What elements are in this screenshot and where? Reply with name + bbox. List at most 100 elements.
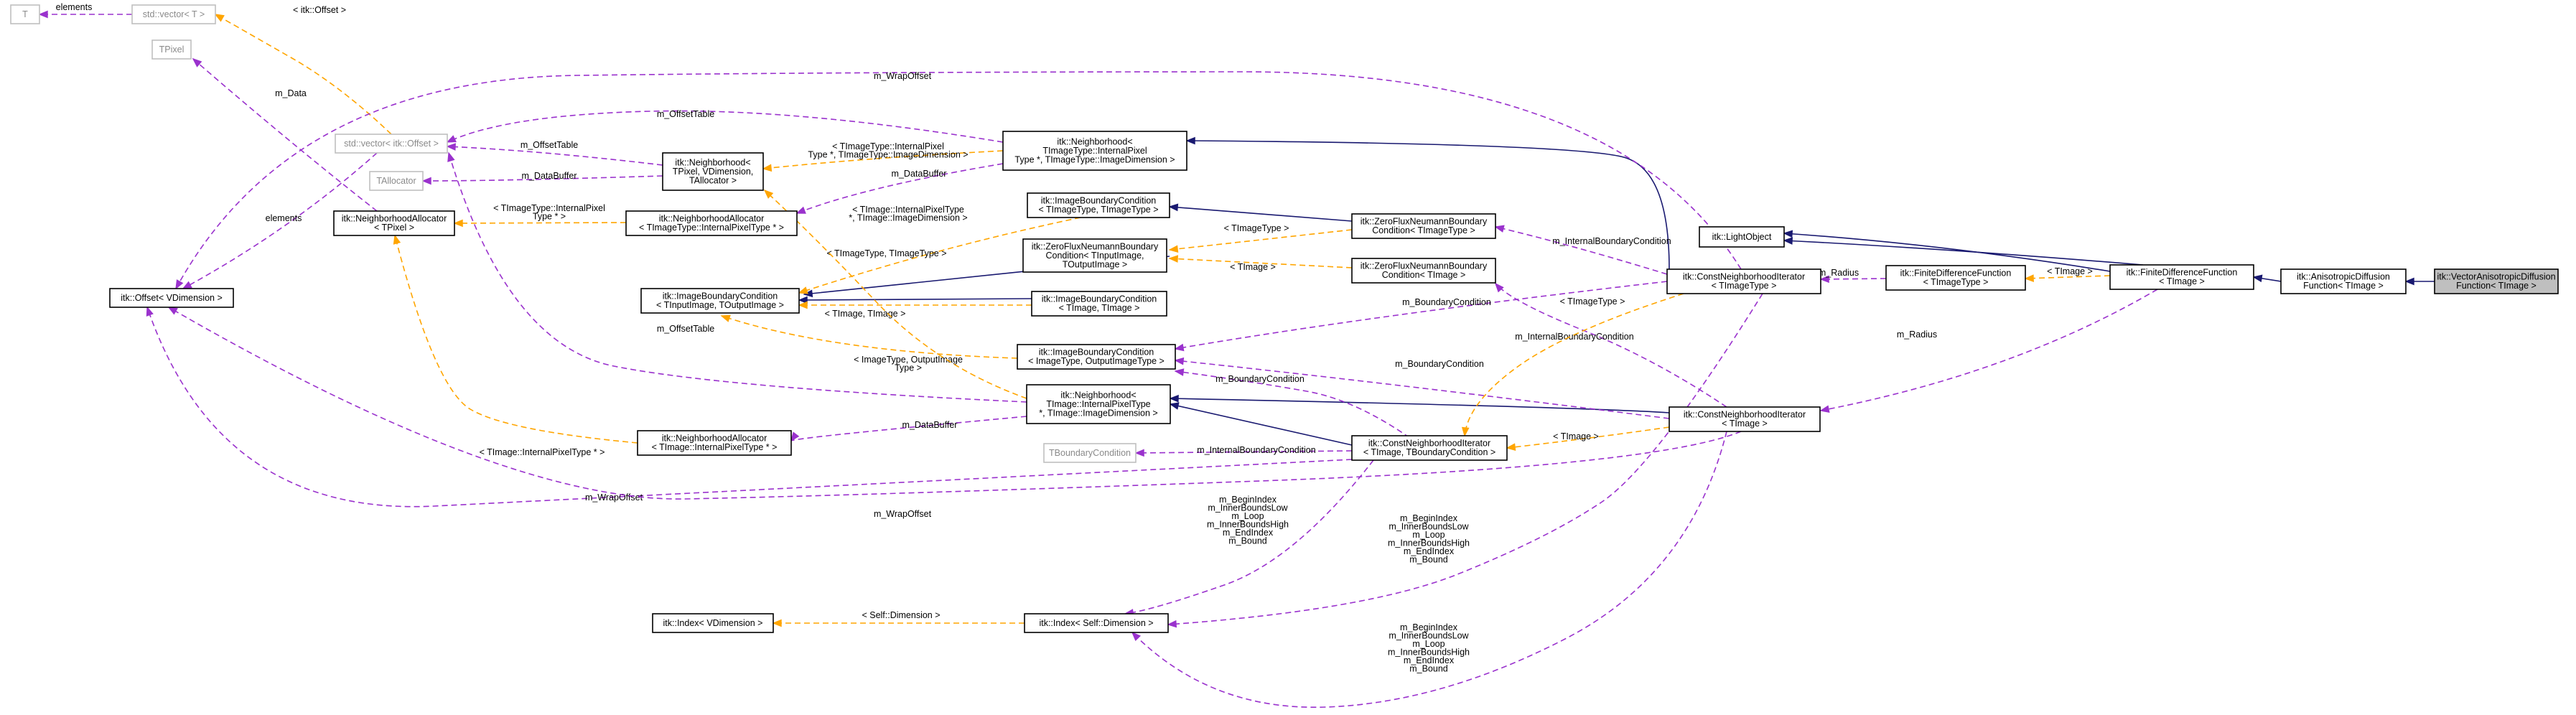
node-label: itk::ConstNeighborhoodIterator< TImage > bbox=[1684, 410, 1806, 429]
edge-label-line: < TImage, TImage > bbox=[825, 309, 906, 319]
node-label: std::vector< itk::Offset > bbox=[344, 139, 439, 149]
edge-label-line: < Self::Dimension > bbox=[862, 610, 940, 620]
class-node-t[interactable]: T bbox=[10, 4, 40, 24]
edge-line bbox=[1170, 398, 1670, 413]
arrowhead bbox=[798, 296, 808, 304]
arrowhead bbox=[453, 219, 463, 228]
edges-layer: m_Radius< TImage >m_Radiusm_InternalBoun… bbox=[38, 2, 2435, 709]
node-label-line: < TImage, TImage > bbox=[1059, 303, 1140, 313]
node-label: itk::ImageBoundaryCondition< TInputImage… bbox=[656, 291, 784, 311]
edge-e-use-ibc-timg: m_InternalBoundaryCondition bbox=[1494, 282, 1727, 408]
node-label-line: itk::ImageBoundaryCondition bbox=[663, 291, 778, 302]
node-box bbox=[10, 4, 40, 24]
node-label-line: < TImage, TBoundaryCondition > bbox=[1363, 447, 1495, 457]
node-label-line: Condition< TImageType > bbox=[1372, 225, 1475, 235]
node-label-line: TBoundaryCondition bbox=[1049, 448, 1131, 458]
class-node-idx-self[interactable]: itk::Index< Self::Dimension > bbox=[1024, 613, 1169, 633]
node-label: itk::NeighborhoodAllocator< TImageType::… bbox=[639, 214, 784, 233]
edge-line bbox=[175, 71, 1742, 289]
arrowhead bbox=[421, 177, 431, 185]
edge-label-line: Type > bbox=[895, 363, 922, 373]
node-box bbox=[369, 171, 424, 191]
class-node-cni-base[interactable]: itk::ConstNeighborhoodIterator< TImage, … bbox=[1351, 435, 1508, 461]
edge-line bbox=[1135, 450, 1353, 454]
node-label-line: itk::Neighborhood< bbox=[1060, 390, 1136, 400]
edge-label-line: m_BoundaryCondition bbox=[1215, 374, 1305, 384]
edge-label-line: m_EndIndex bbox=[1223, 528, 1274, 538]
class-node-nba-base[interactable]: itk::NeighborhoodAllocator< TPixel > bbox=[333, 210, 455, 236]
arrowhead bbox=[720, 314, 731, 322]
edge-label-line: *, TImage::ImageDimension > bbox=[849, 213, 967, 223]
class-node-cni-timg[interactable]: itk::ConstNeighborhoodIterator< TImage > bbox=[1669, 406, 1821, 432]
node-label-line: itk::LightObject bbox=[1712, 232, 1772, 242]
node-box bbox=[1351, 435, 1508, 461]
edge-e-tpl-cnibase-timg: < TImage > bbox=[1506, 426, 1670, 452]
class-node-offset[interactable]: itk::Offset< VDimension > bbox=[109, 288, 234, 308]
class-node-nb-ti[interactable]: itk::Neighborhood<TImageType::InternalPi… bbox=[1002, 131, 1187, 171]
edge-e-inh-nbti2a bbox=[1169, 402, 1353, 446]
class-node-nb-base[interactable]: itk::Neighborhood<TPixel, VDimension,TAl… bbox=[662, 152, 764, 191]
class-node-tpixel[interactable]: TPixel bbox=[151, 39, 192, 60]
edge-label: < TImage::InternalPixelType*, TImage::Im… bbox=[849, 205, 967, 223]
class-node-nba-timg2[interactable]: itk::NeighborhoodAllocator< TImage::Inte… bbox=[637, 430, 792, 456]
node-label: itk::LightObject bbox=[1712, 232, 1772, 242]
node-label-line: itk::ConstNeighborhoodIterator bbox=[1683, 272, 1805, 282]
node-label-line: itk::Neighborhood< bbox=[1057, 136, 1132, 146]
class-node-tbc[interactable]: TBoundaryCondition bbox=[1043, 443, 1137, 463]
class-node-ibc-base[interactable]: itk::ImageBoundaryCondition< TInputImage… bbox=[640, 288, 800, 314]
node-label-line: < TInputImage, TOutputImage > bbox=[656, 300, 784, 310]
edge-label: < itk::Offset > bbox=[293, 5, 346, 15]
node-label: itk::ConstNeighborhoodIterator< TImage, … bbox=[1363, 439, 1495, 458]
class-node-talloc[interactable]: TAllocator bbox=[369, 171, 424, 191]
edge-e-use-bc-base: m_BoundaryCondition bbox=[1174, 368, 1440, 461]
class-node-fdf-tpl[interactable]: itk::FiniteDifferenceFunction< TImageTyp… bbox=[1885, 265, 2026, 291]
edge-line bbox=[1175, 281, 1668, 350]
edge-line bbox=[1131, 431, 1727, 709]
class-node-vec-off[interactable]: std::vector< itk::Offset > bbox=[335, 134, 448, 154]
arrowhead bbox=[772, 619, 782, 627]
class-node-lightobj[interactable]: itk::LightObject bbox=[1699, 226, 1785, 248]
arrowhead bbox=[803, 289, 813, 298]
node-box bbox=[2109, 264, 2254, 290]
class-node-cni-tpl[interactable]: itk::ConstNeighborhoodIterator< TImageTy… bbox=[1666, 268, 1821, 294]
class-node-ibc-io[interactable]: itk::ImageBoundaryCondition< ImageType, … bbox=[1017, 344, 1176, 370]
class-node-idx-v[interactable]: itk::Index< VDimension > bbox=[652, 613, 774, 633]
edge-line bbox=[146, 307, 1353, 508]
node-label-line: itk::ImageBoundaryCondition bbox=[1042, 294, 1157, 304]
edge-e-inh-fdf bbox=[2252, 274, 2282, 283]
edge-line bbox=[721, 315, 1018, 359]
edge-e-inh-ibctt bbox=[1168, 203, 1353, 222]
edge-e-tpl-nba-timg2: < TImage::InternalPixelType * > bbox=[393, 234, 638, 457]
node-box bbox=[662, 152, 764, 191]
node-label-line: < TImageType, TImageType > bbox=[1039, 205, 1159, 215]
class-node-ibc-ti[interactable]: itk::ImageBoundaryCondition< TImage, TIm… bbox=[1031, 291, 1167, 317]
arrowhead bbox=[1185, 136, 1195, 145]
edge-label: m_WrapOffset bbox=[874, 71, 932, 81]
class-node-nb-ti2[interactable]: itk::Neighborhood<TImage::InternalPixelT… bbox=[1026, 384, 1171, 424]
class-node-fdf-timg[interactable]: itk::FiniteDifferenceFunction< TImage > bbox=[2109, 264, 2254, 290]
node-box bbox=[1031, 291, 1167, 317]
class-node-vec-t[interactable]: std::vector< T > bbox=[131, 4, 216, 24]
edge-label: m_OffsetTable bbox=[657, 324, 714, 334]
node-box bbox=[1351, 213, 1496, 239]
arrowhead bbox=[1506, 443, 1516, 452]
edge-label: < TImageType > bbox=[1224, 223, 1289, 233]
edge-line bbox=[168, 307, 1742, 500]
node-label-line: itk::VectorAnisotropicDiffusion bbox=[2437, 272, 2555, 282]
arrowhead bbox=[762, 164, 773, 172]
edge-e-use-offtab-ti: m_OffsetTable bbox=[446, 109, 1004, 143]
class-node-nba-timg[interactable]: itk::NeighborhoodAllocator< TImageType::… bbox=[625, 210, 798, 236]
arrowhead bbox=[1783, 237, 1793, 245]
edge-e-tpl-vec-off: < itk::Offset > bbox=[214, 5, 392, 135]
class-node-ibc-tt[interactable]: itk::ImageBoundaryCondition< TImageType,… bbox=[1027, 192, 1170, 218]
edge-label: elements bbox=[56, 2, 93, 12]
